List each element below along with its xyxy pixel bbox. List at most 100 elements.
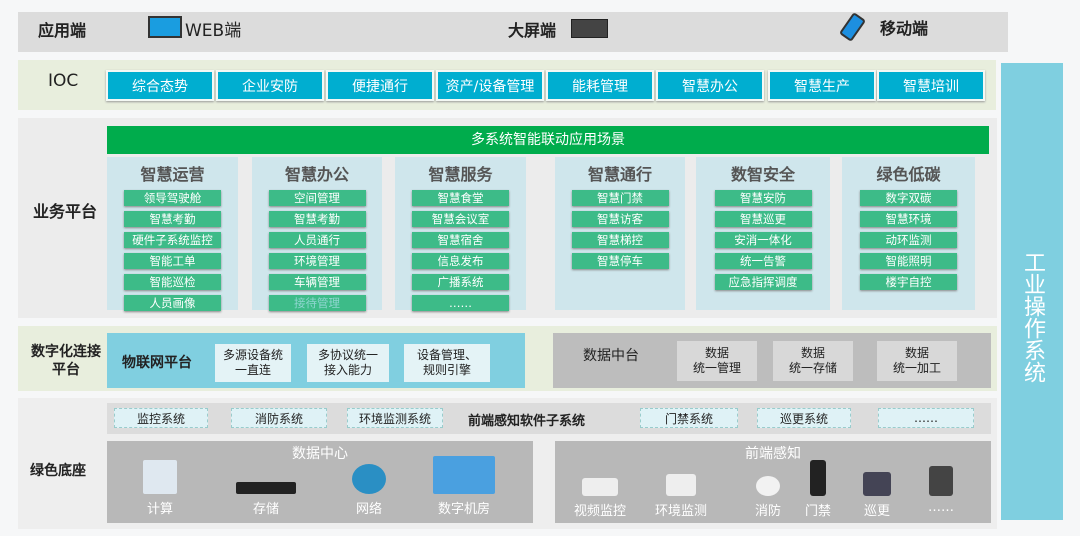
business-item[interactable]: 智慧梯控 — [571, 232, 669, 248]
frontend-device: 消防 — [728, 476, 808, 519]
iot-capability: 设备管理、规则引擎 — [404, 344, 490, 382]
ioc-item[interactable]: 企业安防 — [216, 70, 324, 101]
business-item[interactable]: 智能照明 — [860, 253, 957, 269]
iot-capability: 多源设备统一直连 — [215, 344, 291, 382]
monitor-icon — [148, 16, 182, 38]
capability-line: 数据 — [704, 346, 729, 360]
patrol-device-icon — [863, 472, 891, 496]
subsystem-item[interactable]: 消防系统 — [231, 408, 327, 428]
business-item[interactable]: 领导驾驶舱 — [124, 190, 221, 206]
mobile-label: 移动端 — [880, 19, 929, 38]
business-item[interactable]: 楼宇自控 — [860, 274, 957, 290]
business-item[interactable]: 智慧安防 — [714, 190, 812, 206]
env-sensor-icon — [666, 474, 696, 496]
business-item[interactable]: 智慧考勤 — [268, 211, 366, 227]
business-item[interactable]: 智能工单 — [124, 253, 221, 269]
industrial-os-bar: 工业操作系统 — [1001, 63, 1063, 520]
business-item[interactable]: 应急指挥调度 — [714, 274, 812, 290]
business-item[interactable]: 智慧环境 — [860, 211, 957, 227]
data-capability: 数据统一加工 — [877, 341, 957, 381]
data-capability: 数据统一存储 — [773, 341, 853, 381]
ioc-label: IOC — [48, 71, 79, 91]
ioc-item[interactable]: 便捷通行 — [326, 70, 434, 101]
device-label: 巡更 — [863, 504, 890, 519]
business-item[interactable]: 安消一体化 — [714, 232, 812, 248]
business-item[interactable]: 智慧巡更 — [714, 211, 812, 227]
column-title: 智慧通行 — [587, 165, 652, 184]
app-layer-label: 应用端 — [38, 21, 87, 40]
intercom-icon — [929, 466, 953, 496]
business-label: 业务平台 — [33, 202, 98, 221]
business-item[interactable]: 智慧访客 — [571, 211, 669, 227]
bigscreen-icon — [571, 19, 608, 38]
frontend-device: …… — [901, 466, 981, 515]
business-item[interactable]: 动环监测 — [860, 232, 957, 248]
device-label: 计算 — [146, 502, 173, 517]
iot-title: 物联网平台 — [122, 355, 192, 371]
data-capability: 数据统一管理 — [677, 341, 757, 381]
subsystem-item[interactable]: 监控系统 — [114, 408, 208, 428]
business-item[interactable]: 智能巡检 — [124, 274, 221, 290]
business-item[interactable]: 智慧宿舍 — [412, 232, 509, 248]
business-item[interactable]: 人员画像 — [124, 295, 221, 311]
web-label: WEB端 — [185, 21, 242, 41]
business-item[interactable]: 环境管理 — [268, 253, 366, 269]
business-item[interactable]: 智慧会议室 — [412, 211, 509, 227]
ioc-item[interactable]: 综合态势 — [106, 70, 214, 101]
capability-line: 统一加工 — [892, 361, 941, 375]
datacenter-device: 网络 — [329, 464, 409, 517]
subsystem-item[interactable]: 环境监测系统 — [347, 408, 443, 428]
subsystem-title: 前端感知软件子系统 — [468, 414, 586, 429]
subsystem-item[interactable]: 门禁系统 — [640, 408, 738, 428]
datacenter-device: 计算 — [120, 460, 200, 517]
ioc-item[interactable]: 资产/设备管理 — [436, 70, 544, 101]
capability-line: 统一存储 — [788, 361, 837, 375]
business-item[interactable]: 智慧停车 — [571, 253, 669, 269]
ioc-item[interactable]: 智慧办公 — [656, 70, 764, 101]
column-title: 智慧服务 — [428, 165, 493, 184]
datacenter-device: 存储 — [226, 482, 306, 517]
business-item[interactable]: 信息发布 — [412, 253, 509, 269]
capability-line: 规则引擎 — [422, 363, 471, 377]
subsystem-item[interactable]: …… — [878, 408, 974, 428]
subsystem-item[interactable]: 巡更系统 — [757, 408, 851, 428]
capability-line: 设备管理、 — [416, 348, 477, 362]
server-room-icon — [433, 456, 495, 494]
business-column: 智慧运营领导驾驶舱智慧考勤硬件子系统监控智能工单智能巡检人员画像 — [107, 157, 238, 311]
capability-line: 数据 — [904, 346, 929, 360]
capability-line: 多源设备统 — [222, 348, 283, 362]
business-item[interactable]: 广播系统 — [412, 274, 509, 290]
ioc-item[interactable]: 智慧生产 — [768, 70, 876, 101]
column-title: 智慧办公 — [284, 165, 349, 184]
business-item[interactable]: 接待管理 — [268, 295, 366, 311]
device-label: 数字机房 — [437, 502, 490, 517]
capability-line: 多协议统一 — [317, 348, 378, 362]
device-label: 网络 — [355, 502, 382, 517]
business-item[interactable]: 智慧门禁 — [571, 190, 669, 206]
business-column: 智慧办公空间管理智慧考勤人员通行环境管理车辆管理接待管理 — [252, 157, 382, 311]
capability-line: 接入能力 — [323, 363, 372, 377]
business-item[interactable]: 智慧考勤 — [124, 211, 221, 227]
business-column: 智慧服务智慧食堂智慧会议室智慧宿舍信息发布广播系统 …… — [395, 157, 526, 311]
base-label: 绿色底座 — [30, 463, 86, 479]
ioc-item[interactable]: 智慧培训 — [877, 70, 985, 101]
business-item[interactable]: …… — [412, 295, 509, 311]
business-item[interactable]: 硬件子系统监控 — [124, 232, 221, 248]
business-item[interactable]: 人员通行 — [268, 232, 366, 248]
device-label: 存储 — [252, 502, 279, 517]
bigscreen-label: 大屏端 — [508, 21, 557, 40]
business-item[interactable]: 空间管理 — [268, 190, 366, 206]
device-label: 环境监测 — [654, 504, 707, 519]
frontend-device: 环境监测 — [641, 474, 721, 519]
business-column: 绿色低碳数字双碳智慧环境动环监测智能照明楼宇自控 — [842, 157, 975, 310]
business-item[interactable]: 车辆管理 — [268, 274, 366, 290]
capability-line: 数据 — [800, 346, 825, 360]
business-column: 智慧通行智慧门禁智慧访客智慧梯控智慧停车 — [555, 157, 685, 310]
business-item[interactable]: 统一告警 — [714, 253, 812, 269]
camera-icon — [582, 478, 618, 496]
column-title: 智慧运营 — [140, 165, 205, 184]
ioc-item[interactable]: 能耗管理 — [546, 70, 654, 101]
business-item[interactable]: 智慧食堂 — [412, 190, 509, 206]
capability-line: 一直连 — [234, 363, 271, 377]
business-item[interactable]: 数字双碳 — [860, 190, 957, 206]
